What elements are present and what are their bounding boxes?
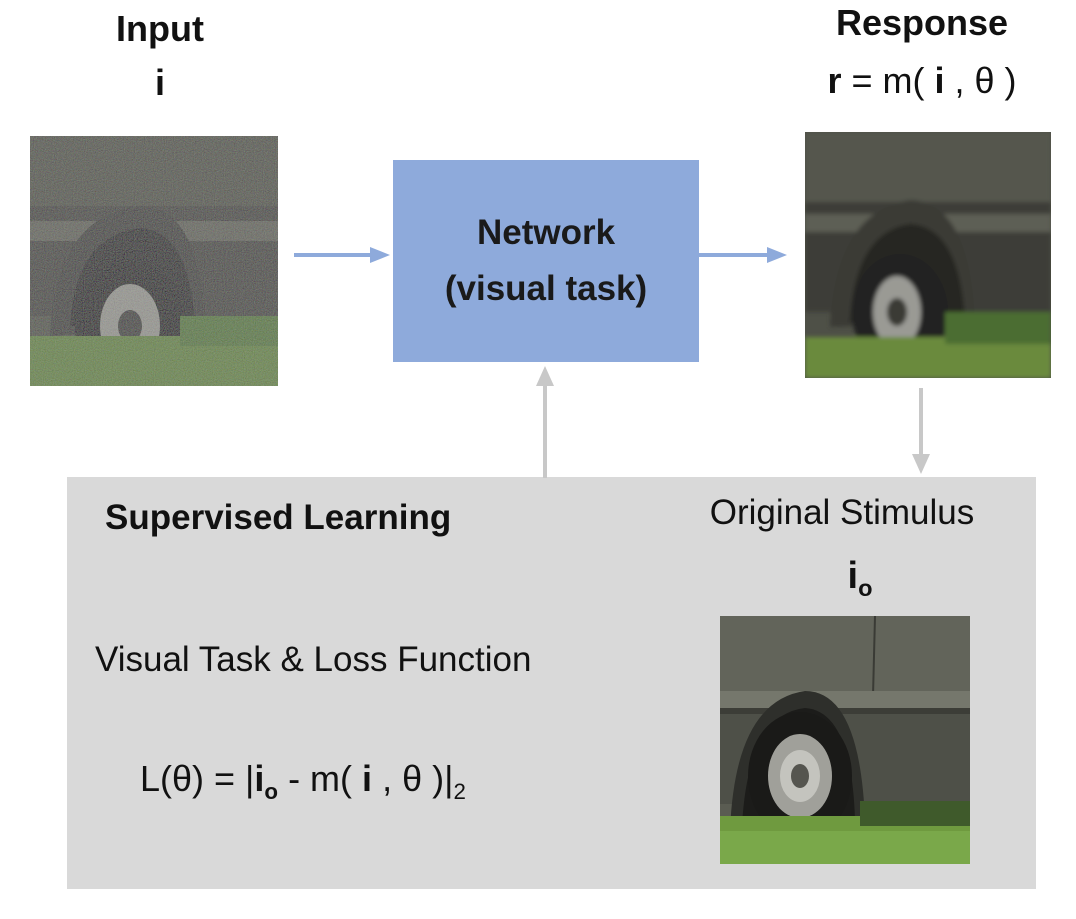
response-eq: = m( xyxy=(841,60,935,101)
original-i: i xyxy=(847,555,859,597)
response-title: Response xyxy=(835,2,1009,43)
input-title: Input xyxy=(116,8,204,49)
response-rest: , θ ) xyxy=(944,60,1017,101)
original-stimulus-symbol: io xyxy=(760,555,960,602)
response-formula: r = m( i , θ ) xyxy=(780,60,1064,102)
loss-mid: - m( xyxy=(278,758,363,799)
supervised-learning-title: Supervised Learning xyxy=(105,498,452,537)
arrow-input-to-network xyxy=(294,247,390,263)
response-r: r xyxy=(827,60,842,101)
response-image xyxy=(805,132,1051,378)
input-symbol: i xyxy=(154,62,165,103)
original-stimulus-image xyxy=(720,616,970,864)
loss-norm-sub: 2 xyxy=(453,778,466,804)
visual-task-label: Visual Task & Loss Function xyxy=(95,640,532,679)
network-box: Network (visual task) xyxy=(393,160,699,362)
response-i: i xyxy=(934,60,945,101)
loss-prefix: L(θ) = | xyxy=(140,758,255,799)
arrow-learning-to-network xyxy=(536,366,554,478)
arrow-network-to-response xyxy=(699,247,787,263)
original-o-sub: o xyxy=(858,575,873,602)
original-stimulus-label: Original Stimulus xyxy=(709,493,975,532)
loss-tail: , θ )| xyxy=(372,758,454,799)
network-label-line1: Network xyxy=(476,213,616,252)
arrow-response-to-original xyxy=(912,388,930,474)
network-label-line2: (visual task) xyxy=(444,269,648,308)
loss-formula: L(θ) = |io - m( i , θ )|2 xyxy=(140,758,466,805)
noisy-input-image xyxy=(30,136,278,386)
loss-io-sub: o xyxy=(264,778,279,804)
loss-i: i xyxy=(362,758,373,799)
loss-io: i xyxy=(254,758,265,799)
